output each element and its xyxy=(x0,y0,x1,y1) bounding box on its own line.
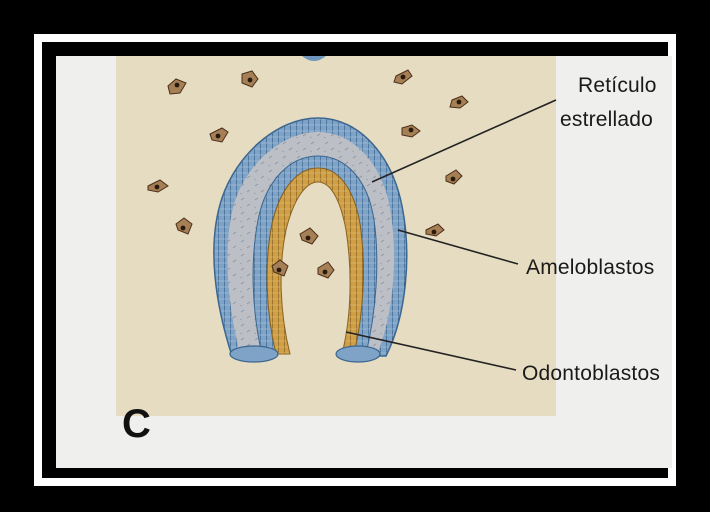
label-estrellado: estrellado xyxy=(560,108,653,132)
reticulo-leader-line xyxy=(372,100,556,182)
ameloblastos-leader-line xyxy=(398,230,518,264)
label-reticulo: Retículo xyxy=(578,74,657,98)
figure-page: Retículo estrellado Ameloblastos Odontob… xyxy=(56,56,672,468)
label-odontoblastos: Odontoblastos xyxy=(522,362,660,386)
label-ameloblastos: Ameloblastos xyxy=(526,256,654,280)
upper-epithelium-fragment xyxy=(302,56,326,61)
panel-letter: C xyxy=(122,402,151,447)
right-cervical-loop xyxy=(336,346,380,362)
left-cervical-loop xyxy=(230,346,278,362)
